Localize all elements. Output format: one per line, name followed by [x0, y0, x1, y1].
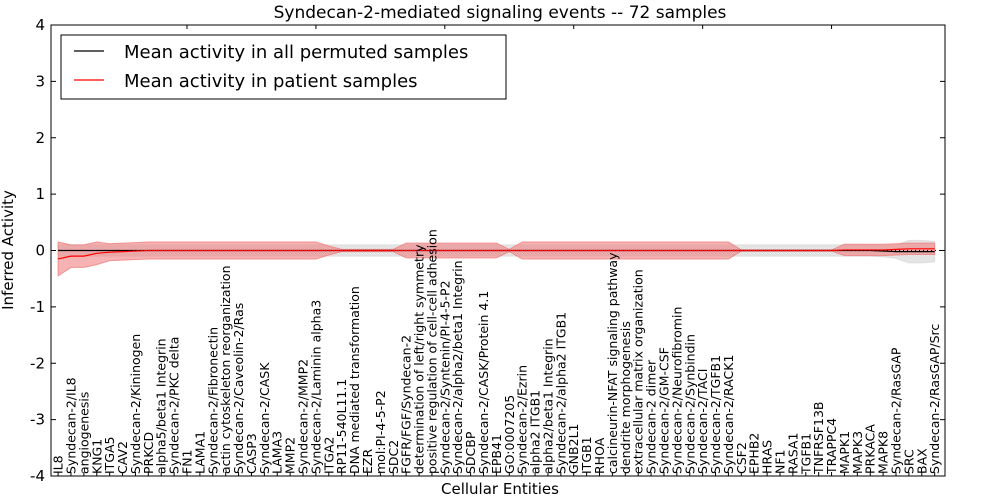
x-tick-label: BAX [914, 448, 929, 474]
x-tick-label: CSF2 [734, 442, 749, 474]
y-tick-label: -1 [30, 298, 45, 316]
x-tick-label: RHOA [592, 437, 607, 474]
bands [57, 239, 936, 277]
x-tick-label: Syndecan-2/Ezrin [515, 365, 530, 474]
x-tick-label: SDC2 [386, 440, 401, 474]
x-tick-label: Syndecan-2/Synbindin [682, 334, 697, 474]
x-tick-label: FN1 [180, 450, 195, 475]
x-tick-label: positive regulation of cell-cell adhesio… [424, 229, 439, 474]
y-tick-label: 0 [35, 242, 45, 260]
x-tick-label: EPB41 [489, 434, 504, 474]
x-tick-label: HRAS [760, 440, 775, 474]
x-tick-label: alpha2/beta1 Integrin [540, 338, 555, 474]
x-tick-label: angiogenesis [76, 392, 91, 474]
x-tick-label: Syndecan-2/Laminin alpha3 [308, 300, 323, 474]
y-tick-label: 3 [35, 72, 45, 90]
x-tick-label: MAPK3 [850, 431, 865, 474]
x-tick-label: Syndecan-2/RasGAP/Src [927, 324, 942, 474]
x-tick-label: EPHB2 [747, 433, 762, 474]
x-tick-label: Syndecan-2/RasGAP [889, 347, 904, 474]
legend: Mean activity in all permuted samples Me… [60, 34, 507, 100]
x-tick-label: TNFRSF13B [811, 402, 826, 475]
x-tick-label: mol:PI-4-5-P2 [373, 390, 388, 474]
x-tick-label: TRAPPC4 [824, 418, 839, 475]
x-tick-label: Syndecan-2/TGFB1 [708, 355, 723, 474]
x-tick-label: ITGA2 [321, 436, 336, 474]
x-tick-label: actin cytoskeleton reorganization [218, 265, 233, 474]
x-axis-label: Cellular Entities [441, 480, 559, 498]
y-tick-label: -4 [30, 467, 45, 485]
x-tick-label: Syndecan-2/IL8 [63, 377, 78, 474]
lines [51, 248, 945, 260]
x-tick-label: alpha2 ITGB1 [528, 390, 543, 474]
x-tick-label: Syndecan-2/Neurofibromin [669, 307, 684, 474]
x-tick-label: DNA mediated transformation [347, 286, 362, 474]
x-tick-label: dendrite morphogenesis [618, 321, 633, 474]
x-tick-label: NF1 [772, 450, 787, 475]
x-tick-label: LAMA1 [192, 431, 207, 474]
y-tick-label: 4 [35, 16, 45, 34]
x-tick-label: LAMA3 [270, 431, 285, 474]
x-tick-label: GNB2L1 [566, 424, 581, 474]
legend-label-patient: Mean activity in patient samples [124, 71, 418, 92]
line-patient [57, 248, 935, 260]
y-tick-label: -3 [30, 411, 45, 429]
x-tick-label: Syndecan-2/TACI [695, 369, 710, 474]
chart-title: Syndecan-2-mediated signaling events -- … [274, 3, 727, 23]
x-tick-label: Syndecan-2/Fibronectin [205, 327, 220, 474]
x-tick-label: FGFR/FGF/Syndecan-2 [399, 335, 414, 474]
x-tick-label: EZR [360, 449, 375, 474]
x-tick-label: RP11-540L11.1 [334, 379, 349, 474]
x-tick-label: Syndecan-2 dimer [644, 359, 659, 474]
y-axis-ticks: -4 -3 -2 -1 0 1 2 3 4 [30, 16, 945, 485]
x-tick-label: SDCBP [463, 431, 478, 474]
plot-frame [50, 24, 946, 477]
x-tick-label: Syndecan-2/GM-CSF [656, 347, 671, 474]
x-tick-label: Syndecan-2/alpha2/beta1 Integrin [450, 260, 465, 474]
x-tick-label: KNG1 [89, 439, 104, 474]
x-tick-label: ITGA5 [102, 436, 117, 474]
x-tick-label: PRKACA [863, 424, 878, 474]
x-tick-label: alpha5/beta1 Integrin [154, 338, 169, 474]
y-tick-label: 2 [35, 129, 45, 147]
x-tick-label: Syndecan-2/MMP2 [296, 359, 311, 474]
x-tick-label: determination of left/right symmetry [412, 244, 427, 474]
y-axis-label: Inferred Activity [0, 190, 17, 310]
x-tick-label: Syndecan-2/CASK [257, 362, 272, 474]
x-tick-label: PRKCD [141, 432, 156, 474]
x-tick-label: Syndecan-2/PKC delta [167, 337, 182, 474]
x-tick-label: extracellular matrix organization [631, 269, 646, 474]
x-tick-label: GO:0007205 [502, 395, 517, 474]
x-tick-label: Syndecan-2/Syntenin/PI-4-5-P2 [437, 280, 452, 474]
x-tick-label: ITGB1 [579, 436, 594, 474]
x-tick-label: Syndecan-2/alpha2 ITGB1 [553, 312, 568, 474]
x-axis-ticks: IL8Syndecan-2/IL8angiogenesisKNG1ITGA5CA… [51, 25, 942, 476]
x-tick-label: RASA1 [785, 433, 800, 474]
legend-label-permuted: Mean activity in all permuted samples [124, 42, 468, 63]
legend-box [60, 34, 507, 100]
x-tick-label: Syndecan-2/Kininogen [128, 334, 143, 474]
x-tick-label: TGFB1 [798, 433, 813, 475]
y-tick-label: 1 [35, 185, 45, 203]
x-tick-label: calcineurin-NFAT signaling pathway [605, 252, 620, 474]
x-tick-label: MAPK8 [876, 431, 891, 474]
x-tick-label: SRC [901, 449, 916, 474]
x-tick-label: MMP2 [283, 437, 298, 474]
x-tick-label: Syndecan-2/Caveolin-2/Ras [231, 303, 246, 474]
x-tick-label: CAV2 [115, 441, 130, 474]
x-tick-label: MAPK1 [837, 431, 852, 474]
x-tick-label: Syndecan-2/RACK1 [721, 355, 736, 474]
y-tick-label: -2 [30, 354, 45, 372]
x-tick-label: Syndecan-2/CASK/Protein 4.1 [476, 291, 491, 474]
x-tick-label: IL8 [51, 455, 66, 474]
x-tick-label: CASP3 [244, 433, 259, 474]
